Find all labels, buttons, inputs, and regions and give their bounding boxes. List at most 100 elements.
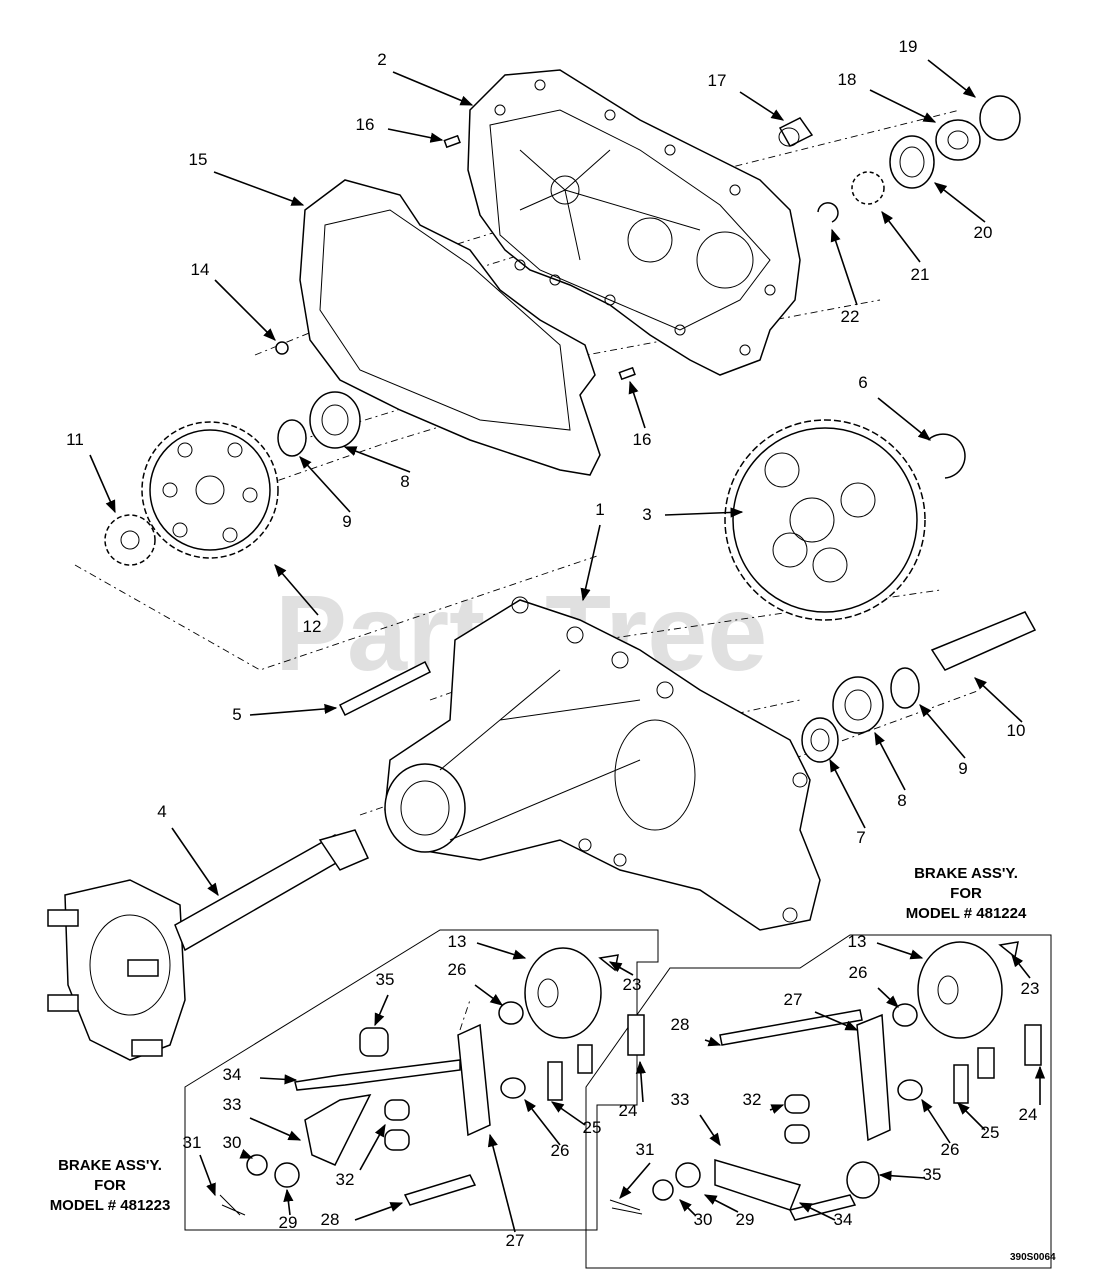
callout-label-24: 24	[619, 1101, 638, 1120]
callout-label-13: 13	[848, 932, 867, 951]
callout-label-26: 26	[849, 963, 868, 982]
pinion-gear-21	[851, 171, 885, 205]
callout-leader-3	[664, 507, 744, 518]
callout-leader-13	[476, 942, 527, 960]
callout-label-8: 8	[400, 472, 409, 491]
callout-label-18: 18	[838, 70, 857, 89]
shaft-10	[930, 611, 1037, 671]
callout-label-21: 21	[911, 265, 930, 284]
callout-leader-27	[814, 1011, 859, 1031]
callout-label-11: 11	[66, 430, 84, 449]
callout-label-31: 31	[183, 1133, 202, 1152]
callout-leader-13	[876, 942, 924, 960]
gear-12	[141, 421, 279, 559]
callout-leader-8	[343, 446, 411, 473]
callout-label-25: 25	[981, 1123, 1000, 1142]
callout-label-8: 8	[897, 791, 906, 810]
washer-9-upper	[277, 419, 307, 457]
spacer-18	[935, 119, 981, 161]
retaining-ring-19	[979, 95, 1021, 141]
callout-leader-6	[877, 397, 931, 441]
callout-leader-26	[524, 1098, 561, 1146]
washer-9-lower	[890, 667, 920, 709]
callout-label-23: 23	[1021, 979, 1040, 998]
callout-label-10: 10	[1007, 721, 1026, 740]
callout-leader-1	[580, 524, 601, 602]
callout-label-32: 32	[336, 1170, 355, 1189]
brake-caption-left: BRAKE ASS'Y. FOR MODEL # 481223	[50, 1157, 171, 1214]
callout-label-16: 16	[633, 430, 652, 449]
callout-leader-35	[374, 994, 389, 1027]
bearing-20	[889, 135, 935, 189]
callout-leader-20	[933, 182, 986, 223]
bearing-8-lower	[832, 676, 884, 734]
caption-left-line-3: MODEL # 481223	[50, 1197, 171, 1214]
callout-leader-31	[199, 1154, 216, 1197]
callout-leader-32	[769, 1104, 785, 1114]
callout-label-24: 24	[1019, 1105, 1038, 1124]
callout-label-14: 14	[191, 260, 210, 279]
callout-leader-35	[878, 1170, 926, 1181]
callout-label-33: 33	[671, 1090, 690, 1109]
brake-parts-left	[219, 947, 645, 1216]
callout-label-27: 27	[506, 1231, 525, 1250]
callout-label-16: 16	[356, 115, 375, 134]
callout-leader-29	[283, 1188, 294, 1216]
callout-leader-28	[354, 1202, 404, 1221]
callout-leader-27	[487, 1133, 516, 1233]
bolt-5	[338, 660, 432, 717]
callout-label-30: 30	[694, 1210, 713, 1229]
callout-label-26: 26	[448, 960, 467, 979]
snap-ring-6	[927, 433, 966, 479]
callout-label-29: 29	[279, 1213, 298, 1232]
callout-leader-25	[550, 1101, 586, 1126]
callout-label-6: 6	[858, 373, 867, 392]
brake-parts-right	[609, 941, 1042, 1221]
callout-label-13: 13	[448, 932, 467, 951]
callout-label-28: 28	[671, 1015, 690, 1034]
seal-7	[801, 717, 839, 763]
callout-label-34: 34	[223, 1065, 242, 1084]
callout-label-25: 25	[583, 1118, 602, 1137]
callout-label-35: 35	[923, 1165, 942, 1184]
callout-leader-4	[171, 827, 219, 897]
callout-label-3: 3	[642, 505, 651, 524]
callout-leader-34	[259, 1074, 298, 1085]
callout-leader-21	[881, 210, 921, 263]
callout-label-12: 12	[303, 617, 322, 636]
callout-leader-30	[239, 1148, 254, 1159]
caption-right-line-3: MODEL # 481224	[906, 905, 1027, 922]
callout-label-2: 2	[377, 50, 386, 69]
callout-leader-5	[249, 703, 338, 716]
callout-label-31: 31	[636, 1140, 655, 1159]
caption-left-line-2: FOR	[94, 1177, 126, 1194]
housing-cover	[467, 69, 801, 376]
callout-label-17: 17	[708, 71, 727, 90]
large-gear	[724, 419, 926, 621]
callout-leader-11	[89, 454, 116, 514]
callout-label-22: 22	[841, 307, 860, 326]
callout-leader-15	[213, 171, 305, 206]
callout-leader-22	[830, 228, 858, 306]
callout-label-34: 34	[834, 1210, 853, 1229]
callout-label-1: 1	[595, 500, 604, 519]
bearing-8-upper	[309, 391, 361, 449]
callout-label-9: 9	[342, 512, 351, 531]
dowel-pin-16-lower	[618, 366, 636, 381]
snap-ring-22	[817, 202, 839, 223]
brake-caption-right: BRAKE ASS'Y. FOR MODEL # 481224	[906, 865, 1027, 922]
callout-leader-23	[608, 961, 634, 976]
callout-leader-19	[927, 59, 977, 98]
main-housing	[384, 596, 821, 931]
callout-label-28: 28	[321, 1210, 340, 1229]
callout-leader-16	[387, 128, 444, 143]
drawing-code: 390S0064	[1010, 1252, 1056, 1263]
callout-leader-18	[869, 89, 937, 123]
callout-label-26: 26	[551, 1141, 570, 1160]
callout-leader-33	[699, 1114, 721, 1147]
callout-leader-14	[214, 279, 276, 341]
callout-leader-9	[919, 704, 966, 759]
callout-leader-31	[619, 1162, 651, 1199]
caption-right-line-1: BRAKE ASS'Y.	[914, 865, 1018, 882]
